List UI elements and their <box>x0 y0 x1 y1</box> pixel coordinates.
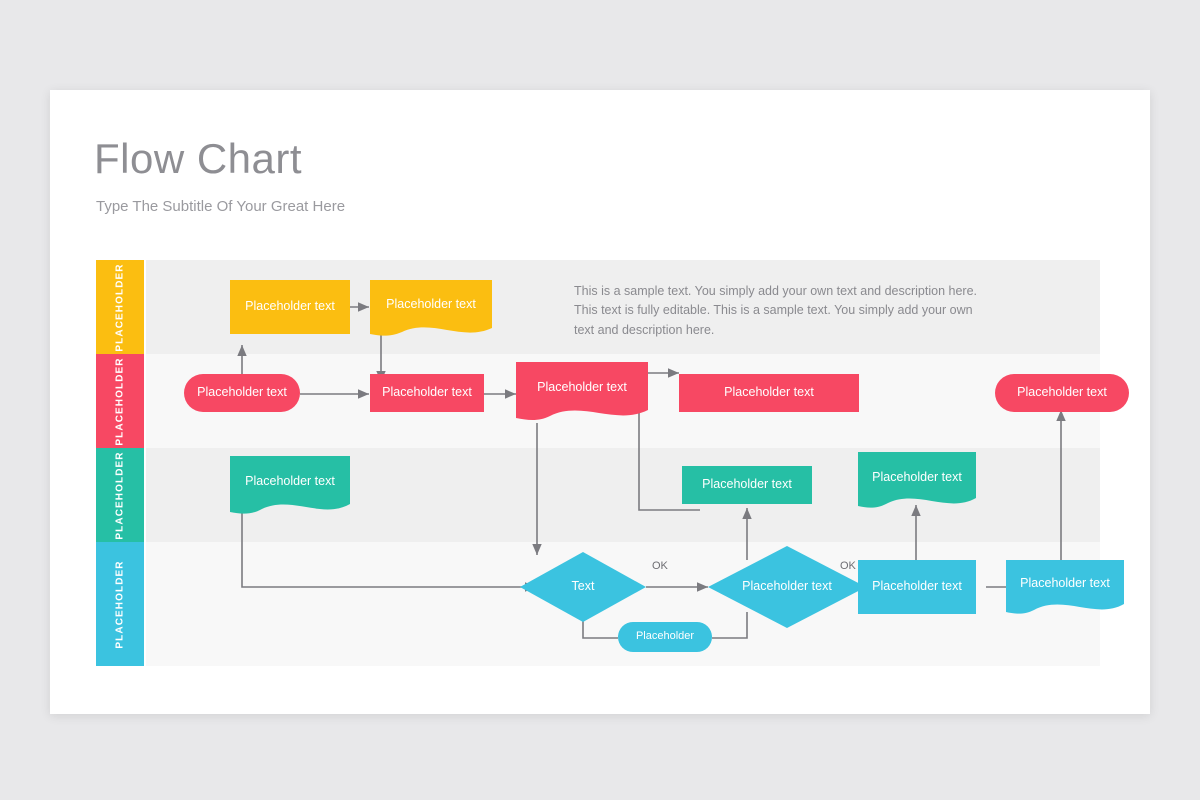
node-label: Placeholder text <box>742 579 832 594</box>
node-teal-rect[interactable]: Placeholder text <box>682 466 812 504</box>
description-text: This is a sample text. You simply add yo… <box>574 284 977 337</box>
node-label: Placeholder text <box>724 385 814 400</box>
edge-label-ok-1: OK <box>652 560 668 572</box>
connector-t2-to-p4 <box>638 368 700 511</box>
node-cyan-document[interactable]: Placeholder text <box>1006 560 1124 618</box>
document-shape <box>230 456 350 514</box>
swimlane-tab-4[interactable]: PLACEHOLDER <box>96 542 144 666</box>
node-label: Placeholder text <box>245 299 335 314</box>
node-cyan-rect[interactable]: Placeholder text <box>858 560 976 614</box>
diamond-shape <box>708 546 866 628</box>
node-label: Text <box>571 579 595 594</box>
node-cyan-diamond-2[interactable]: Placeholder text <box>708 546 866 628</box>
edge-label-ok-2: OK <box>840 560 856 572</box>
page-title: Flow Chart <box>94 135 303 182</box>
node-teal-document-left[interactable]: Placeholder text <box>230 456 350 518</box>
node-pink-pill-right[interactable]: Placeholder text <box>995 374 1129 412</box>
node-label: Placeholder text <box>872 470 962 485</box>
document-shape <box>516 362 648 420</box>
document-shape <box>1006 560 1124 614</box>
node-pink-pill-left[interactable]: Placeholder text <box>184 374 300 412</box>
node-label: Placeholder text <box>197 385 287 400</box>
node-label: Placeholder text <box>702 477 792 492</box>
node-pink-document[interactable]: Placeholder text <box>516 362 648 424</box>
node-label: Placeholder text <box>386 297 476 312</box>
node-label: Placeholder text <box>1020 576 1110 591</box>
swimlane-tab-1[interactable]: PLACEHOLDER <box>96 260 144 354</box>
node-label: Placeholder text <box>1017 385 1107 400</box>
node-yellow-document[interactable]: Placeholder text <box>370 280 492 340</box>
flow-chart-diagram: PLACEHOLDER PLACEHOLDER PLACEHOLDER PLAC… <box>96 260 1129 666</box>
node-pink-rect-1[interactable]: Placeholder text <box>370 374 484 412</box>
diamond-shape <box>520 552 646 622</box>
node-cyan-diamond-1[interactable]: Text <box>520 552 646 622</box>
node-label: Placeholder text <box>537 380 627 395</box>
swimlane-tab-2[interactable]: PLACEHOLDER <box>96 354 144 448</box>
document-shape <box>858 452 976 508</box>
connector-t1-to-c1 <box>241 490 536 592</box>
page-subtitle: Type The Subtitle Of Your Great Here <box>96 198 346 215</box>
node-yellow-rect[interactable]: Placeholder text <box>230 280 350 334</box>
node-pink-rect-2[interactable]: Placeholder text <box>679 374 859 412</box>
document-shape <box>370 280 492 336</box>
node-label: Placeholder text <box>245 474 335 489</box>
node-cyan-pill[interactable]: Placeholder <box>618 622 712 652</box>
node-label: Placeholder <box>635 630 695 643</box>
node-label: Placeholder text <box>872 579 962 594</box>
swimlane-tab-3[interactable]: PLACEHOLDER <box>96 448 144 542</box>
swimlane-row-2: PLACEHOLDER <box>96 354 1100 448</box>
connector-pill-to-c2 <box>712 612 748 639</box>
slide-canvas: Flow Chart Type The Subtitle Of Your Gre… <box>50 90 1150 714</box>
node-teal-document-right[interactable]: Placeholder text <box>858 452 976 514</box>
node-label: Placeholder text <box>382 385 472 400</box>
